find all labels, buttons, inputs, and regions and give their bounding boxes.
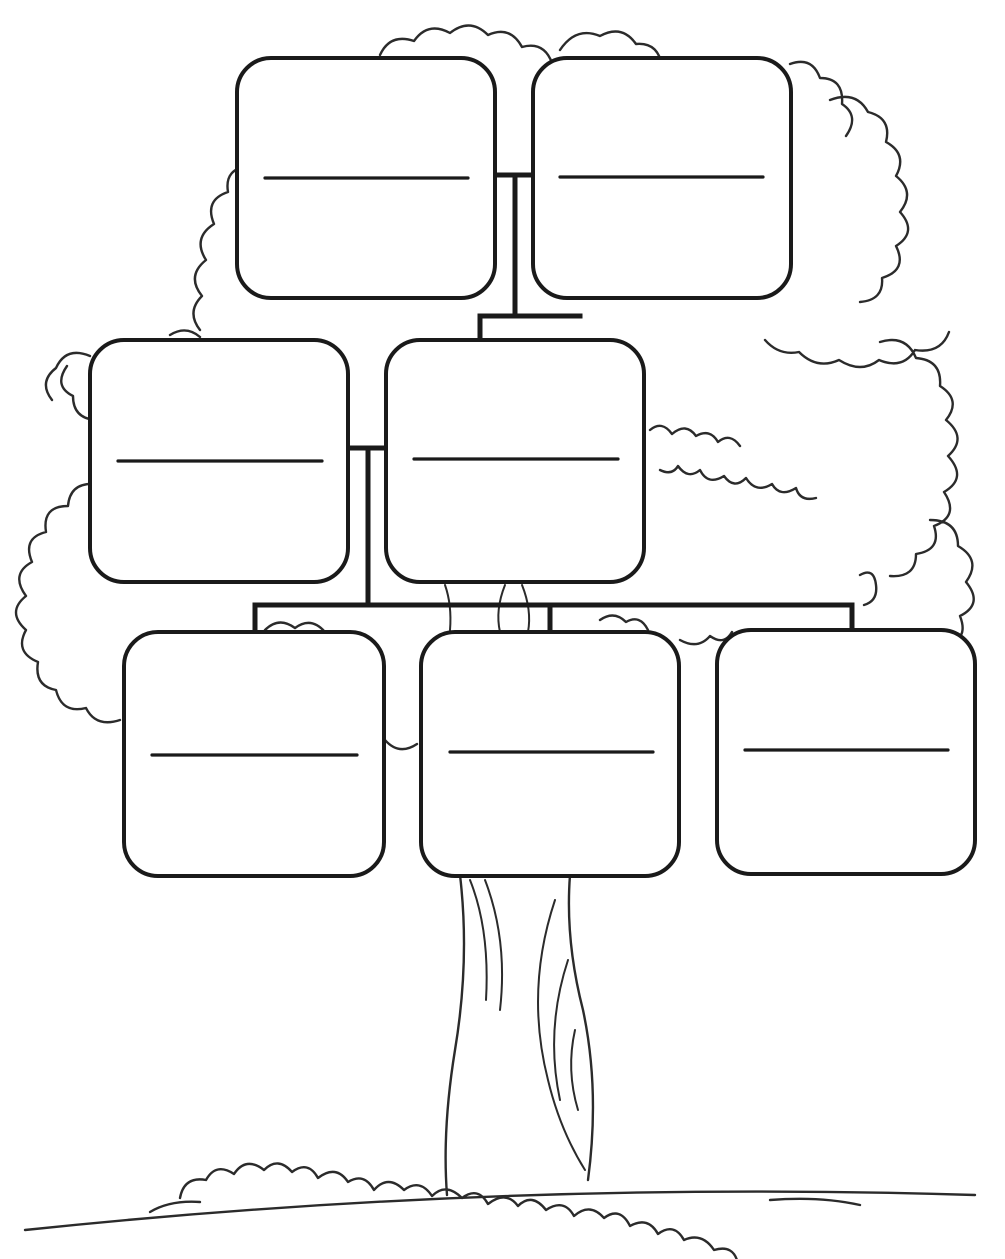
tree-trunk [444,584,595,1197]
generation-1 [235,56,793,300]
name-box[interactable] [419,630,681,878]
name-box[interactable] [122,630,386,878]
generation-2 [88,338,646,584]
name-box[interactable] [715,628,977,876]
generation-3 [122,628,977,878]
name-box[interactable] [88,338,350,584]
name-box[interactable] [235,56,497,300]
grass-ground [23,1162,977,1259]
tree-canopy [14,24,975,751]
connector-lines [252,172,855,635]
name-box[interactable] [384,338,646,584]
name-box[interactable] [531,56,793,300]
